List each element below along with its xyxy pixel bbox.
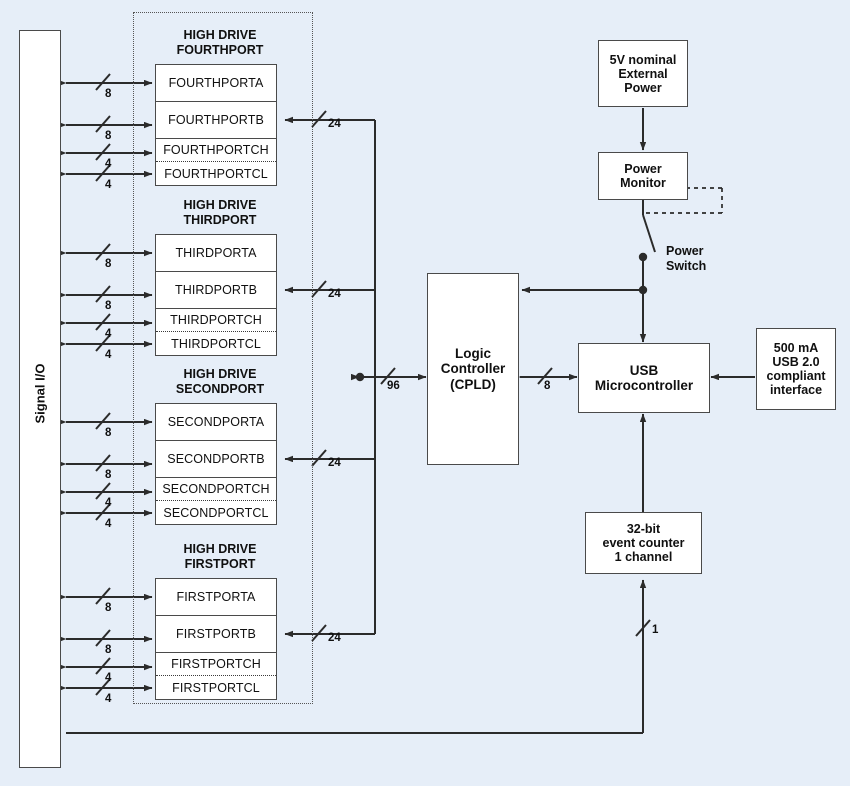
port-row-secondportch[interactable]: SECONDPORTCH	[156, 478, 276, 501]
port-row-thirdporta[interactable]: THIRDPORTA	[156, 235, 276, 272]
external-power-line3: Power	[624, 80, 662, 95]
group-title-line2: FOURTHPORT	[176, 43, 264, 57]
group-title-line2: FIRSTPORT	[184, 557, 256, 571]
bus-width-label-firstportb: 8	[105, 644, 112, 656]
port-row-fourthportcl[interactable]: FOURTHPORTCL	[156, 162, 276, 185]
port-row-firstportcl[interactable]: FIRSTPORTCL	[156, 676, 276, 699]
bus-width-label-thirdporta: 8	[105, 258, 112, 270]
power-monitor-line2: Monitor	[620, 176, 666, 190]
bus-width-label-24-thirdport: 24	[328, 288, 341, 300]
port-row-thirdportch[interactable]: THIRDPORTCH	[156, 309, 276, 332]
bus-width-label-secondporta: 8	[105, 427, 112, 439]
external-power-line1: 5V nominal	[609, 52, 677, 67]
port-row-firstportb[interactable]: FIRSTPORTB	[156, 616, 276, 653]
port-row-thirdportb[interactable]: THIRDPORTB	[156, 272, 276, 309]
power-switch-label-line2: Switch	[666, 259, 707, 273]
external-power-line2: External	[618, 66, 668, 81]
logic-controller-line3: (CPLD)	[450, 376, 496, 392]
port-row-secondporta[interactable]: SECONDPORTA	[156, 404, 276, 441]
bus-width-label-fourthporta: 8	[105, 88, 112, 100]
group-title-line2: THIRDPORT	[183, 213, 257, 227]
group-title-line2: SECONDPORT	[175, 382, 265, 396]
bus-width-label-24-firstport: 24	[328, 632, 341, 644]
bus-width-label-secondportch: 4	[105, 497, 112, 509]
bus-width-label-8-cpld-usb: 8	[544, 380, 551, 392]
port-group-firstport: FIRSTPORTA FIRSTPORTB FIRSTPORTCH FIRSTP…	[155, 578, 277, 700]
usb-interface-line4: interface	[769, 383, 823, 397]
usb-interface-block[interactable]: 500 mA USB 2.0 compliant interface	[756, 328, 836, 410]
port-row-firstporta[interactable]: FIRSTPORTA	[156, 579, 276, 616]
signal-io-label: Signal I/O	[32, 363, 48, 424]
port-row-fourthportb[interactable]: FOURTHPORTB	[156, 102, 276, 139]
usb-microcontroller-line2: Microcontroller	[594, 378, 694, 393]
port-group-secondport: SECONDPORTA SECONDPORTB SECONDPORTCH SEC…	[155, 403, 277, 525]
usb-interface-line1: 500 mA	[773, 341, 819, 355]
group-title-line1: HIGH DRIVE	[183, 367, 257, 381]
port-row-fourthportch[interactable]: FOURTHPORTCH	[156, 139, 276, 162]
bus-width-label-secondportb: 8	[105, 469, 112, 481]
bus-width-label-thirdportcl: 4	[105, 349, 112, 361]
port-group-thirdport: THIRDPORTA THIRDPORTB THIRDPORTCH THIRDP…	[155, 234, 277, 356]
usb-interface-line2: USB 2.0	[772, 355, 820, 369]
power-switch-label: Power Switch	[666, 244, 706, 274]
port-row-fourthporta[interactable]: FOURTHPORTA	[156, 65, 276, 102]
port-row-thirdportcl[interactable]: THIRDPORTCL	[156, 332, 276, 355]
bus-width-label-96: 96	[387, 380, 400, 392]
event-counter-block[interactable]: 32-bit event counter 1 channel	[585, 512, 702, 574]
bus-width-label-fourthportcl: 4	[105, 179, 112, 191]
bus-width-label-firstportcl: 4	[105, 693, 112, 705]
bus-width-label-24-fourthport: 24	[328, 118, 341, 130]
group-title-line1: HIGH DRIVE	[183, 28, 257, 42]
power-switch-label-line1: Power	[666, 244, 704, 258]
bus-width-label-fourthportb: 8	[105, 130, 112, 142]
usb-interface-line3: compliant	[766, 369, 826, 383]
high-drive-enclosure	[133, 12, 313, 704]
power-monitor-line1: Power	[624, 162, 662, 176]
event-counter-line3: 1 channel	[614, 550, 673, 564]
bus-width-label-secondportcl: 4	[105, 518, 112, 530]
bus-width-label-24-secondport: 24	[328, 457, 341, 469]
bus-width-label-firstporta: 8	[105, 602, 112, 614]
signal-io-bar[interactable]	[19, 30, 61, 768]
port-group-title-firstport: HIGH DRIVE FIRSTPORT	[130, 542, 310, 572]
bus-width-label-thirdportb: 8	[105, 300, 112, 312]
logic-controller-line2: Controller	[440, 361, 506, 377]
bus-width-label-fourthportch: 4	[105, 158, 112, 170]
bus-width-label-firstportch: 4	[105, 672, 112, 684]
port-row-firstportch[interactable]: FIRSTPORTCH	[156, 653, 276, 676]
port-group-title-secondport: HIGH DRIVE SECONDPORT	[130, 367, 310, 397]
logic-controller-block[interactable]: Logic Controller (CPLD)	[427, 273, 519, 465]
power-monitor-block[interactable]: Power Monitor	[598, 152, 688, 200]
port-group-fourthport: FOURTHPORTA FOURTHPORTB FOURTHPORTCH FOU…	[155, 64, 277, 186]
group-title-line1: HIGH DRIVE	[183, 542, 257, 556]
external-power-block[interactable]: 5V nominal External Power	[598, 40, 688, 107]
logic-controller-line1: Logic	[454, 346, 491, 362]
port-group-title-fourthport: HIGH DRIVE FOURTHPORT	[130, 28, 310, 58]
usb-microcontroller-line1: USB	[629, 362, 659, 378]
bus-width-label-thirdportch: 4	[105, 328, 112, 340]
port-group-title-thirdport: HIGH DRIVE THIRDPORT	[130, 198, 310, 228]
port-row-secondportb[interactable]: SECONDPORTB	[156, 441, 276, 478]
event-counter-line2: event counter	[602, 536, 685, 550]
group-title-line1: HIGH DRIVE	[183, 198, 257, 212]
port-row-secondportcl[interactable]: SECONDPORTCL	[156, 501, 276, 524]
event-counter-line1: 32-bit	[626, 522, 661, 536]
bus-width-label-1-counter: 1	[652, 624, 659, 636]
usb-microcontroller-block[interactable]: USB Microcontroller	[578, 343, 710, 413]
